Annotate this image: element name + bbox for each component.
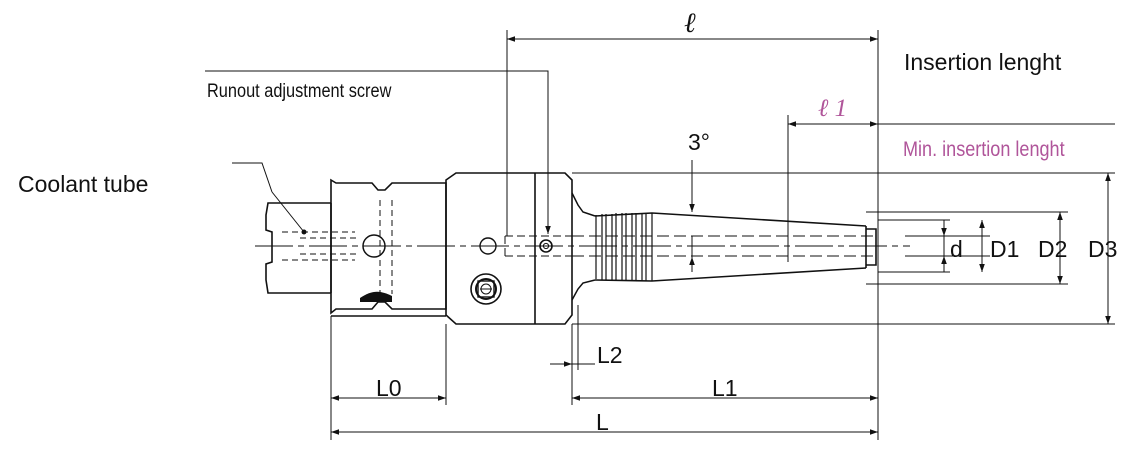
runout-screw xyxy=(539,239,553,253)
nose-grooves xyxy=(595,213,653,281)
coolant-leader xyxy=(271,191,305,233)
runout-screw-hole xyxy=(479,237,497,255)
body-hidden-lines xyxy=(504,235,572,257)
insertion-length-label: Insertion lenght xyxy=(904,49,1062,75)
taper-sleeve xyxy=(594,212,877,282)
min-insertion-length-label: Min. insertion lenght xyxy=(903,138,1065,161)
flange-key xyxy=(360,291,392,302)
runout-screw-label: Runout adjustment screw xyxy=(207,81,392,102)
D3-label: D3 xyxy=(1088,236,1118,262)
flange-hole xyxy=(362,234,386,258)
d-label: d xyxy=(950,236,963,262)
D1-label: D1 xyxy=(990,236,1020,262)
min-insertion-symbol: ℓ 1 xyxy=(818,95,848,122)
insertion-length-symbol: ℓ xyxy=(684,8,696,39)
L2-label: L2 xyxy=(597,342,623,368)
bore-hidden-lines xyxy=(572,235,878,257)
nose-section xyxy=(571,192,596,301)
clamp-screw xyxy=(470,273,502,305)
extension-lines xyxy=(330,30,1115,440)
shank-body xyxy=(265,178,447,317)
main-body xyxy=(445,172,573,325)
coolant-leader-kink xyxy=(232,162,273,193)
L0-label: L0 xyxy=(376,375,402,401)
runout-leader xyxy=(205,70,551,234)
L-label: L xyxy=(596,409,609,435)
shank-hidden-lines xyxy=(282,200,393,294)
taper-angle-label: 3° xyxy=(688,129,710,155)
D2-label: D2 xyxy=(1038,236,1068,262)
coolant-tube-label: Coolant tube xyxy=(18,171,149,197)
L1-label: L1 xyxy=(712,375,738,401)
